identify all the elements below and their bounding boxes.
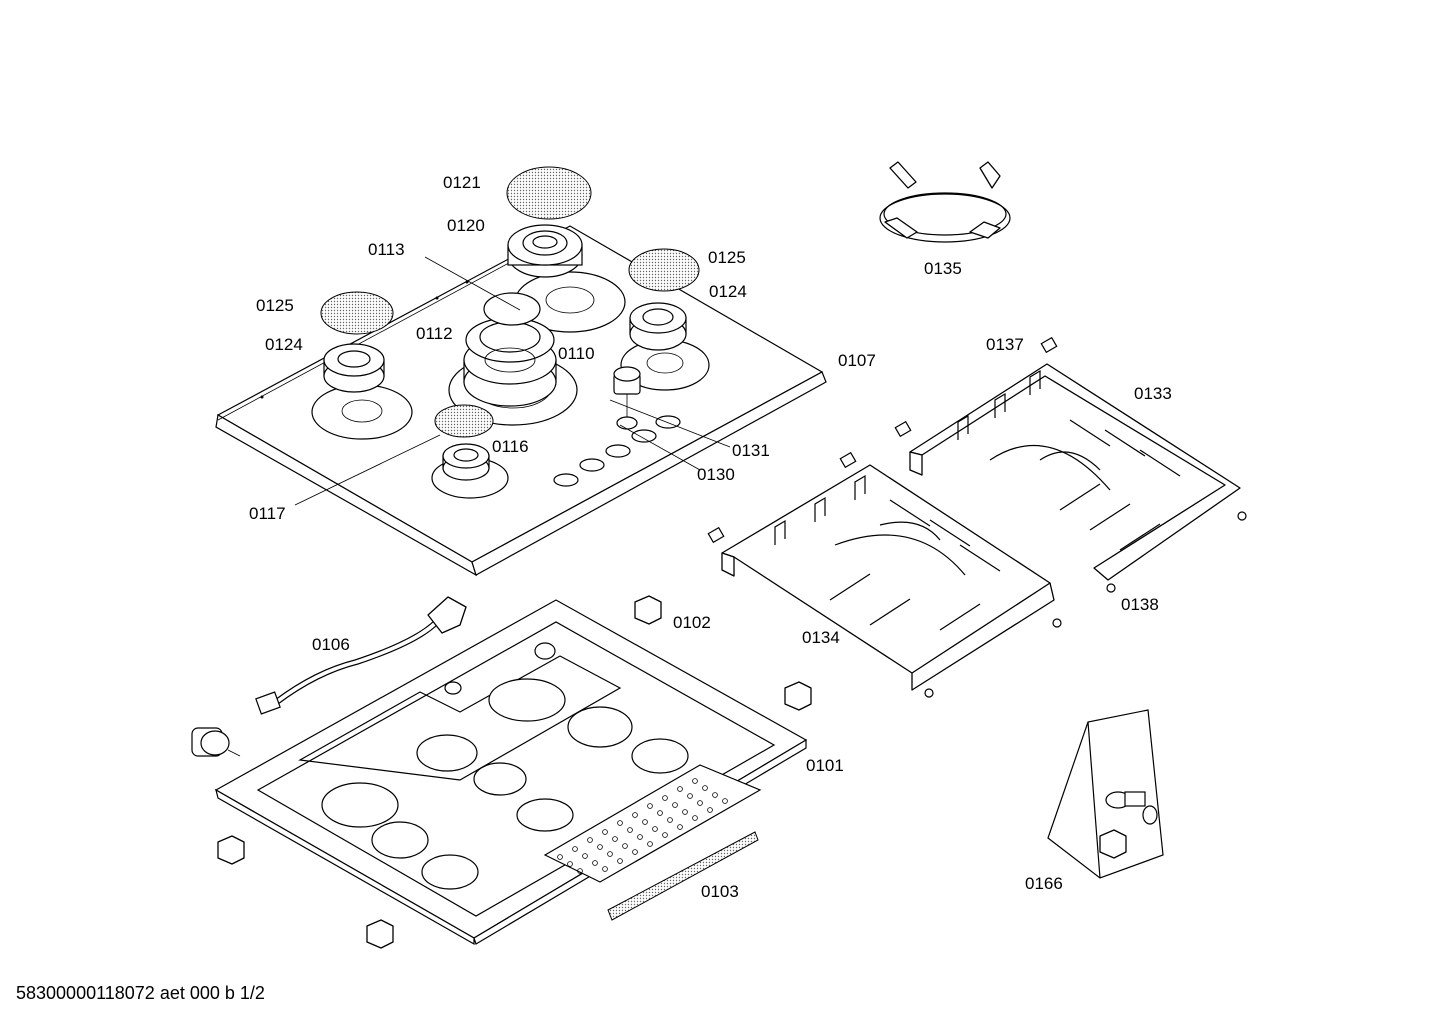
label-0135: 0135 [924, 259, 962, 278]
power-cable [255, 596, 467, 715]
wok-ring [879, 161, 1011, 243]
burner-left [323, 343, 385, 393]
label-0121: 0121 [443, 173, 481, 192]
terminal-connector [191, 727, 241, 757]
grate-right [909, 363, 1241, 581]
label-0125-right: 0125 [708, 248, 746, 267]
label-0120: 0120 [447, 216, 485, 235]
tray-vent-grid [543, 764, 762, 883]
label-0133: 0133 [1134, 384, 1172, 403]
tray-clips [217, 595, 812, 949]
label-0116: 0116 [492, 437, 529, 456]
label-0106: 0106 [312, 635, 350, 654]
trim-strip [607, 831, 759, 921]
label-0138: 0138 [1121, 595, 1159, 614]
label-0112: 0112 [416, 324, 453, 343]
label-0166: 0166 [1025, 874, 1063, 893]
label-0134: 0134 [802, 628, 840, 647]
label-0102: 0102 [673, 613, 711, 632]
leader-lines-top [294, 256, 731, 506]
label-0113: 0113 [368, 240, 405, 259]
label-0103: 0103 [701, 882, 739, 901]
burner-wok-center [463, 292, 557, 407]
burner-right [629, 302, 687, 351]
label-0125-left: 0125 [256, 296, 294, 315]
label-0124-left: 0124 [265, 335, 303, 354]
knob-igniter [613, 366, 641, 430]
label-0101: 0101 [806, 756, 844, 775]
label-0117: 0117 [249, 504, 286, 523]
burner-small-front [442, 443, 490, 481]
label-0131: 0131 [732, 441, 770, 460]
gas-connector-kit [1047, 709, 1164, 879]
footer-document-id: 58300000118072 aet 000 b 1/2 [16, 983, 265, 1003]
grate-left [721, 464, 1055, 691]
grate-feet [707, 336, 1247, 698]
burner-large-rear [507, 224, 583, 278]
tray-burner-mounts [321, 678, 689, 890]
label-0124-right: 0124 [709, 282, 747, 301]
burner-caps [320, 166, 700, 438]
label-0130: 0130 [697, 465, 735, 484]
label-0107: 0107 [838, 351, 876, 370]
label-0137: 0137 [986, 335, 1024, 354]
label-0110: 0110 [558, 344, 595, 363]
